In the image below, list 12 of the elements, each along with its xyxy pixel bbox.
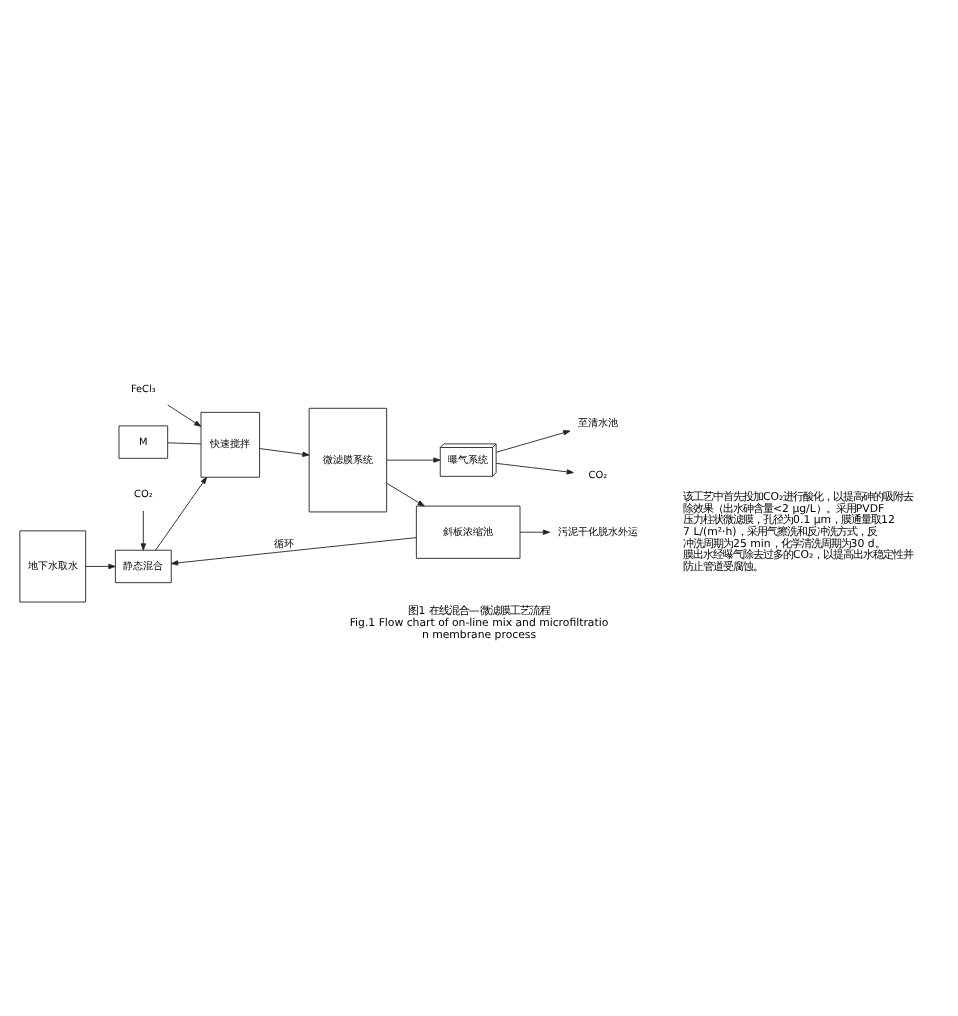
arrow: [167, 403, 202, 426]
arrow: [386, 481, 425, 506]
arrow: [140, 509, 146, 550]
arrow: [495, 461, 574, 474]
arrow: [519, 528, 551, 534]
arrow: [495, 429, 571, 452]
arrow: [171, 536, 417, 565]
arrow: [85, 562, 116, 569]
connector: [167, 441, 202, 444]
arrow: [386, 456, 441, 462]
arrow: [259, 447, 310, 456]
arrow: [155, 475, 208, 550]
